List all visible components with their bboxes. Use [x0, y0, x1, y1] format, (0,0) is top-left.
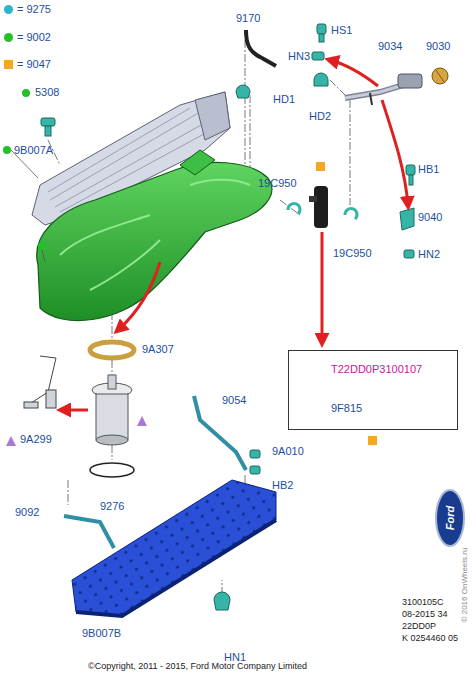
legend-text: = 9002 [17, 31, 51, 43]
watermark: © 2016 OnWheels.ru [460, 548, 469, 623]
part-number: 9B007A [14, 144, 53, 157]
pump-module [92, 375, 132, 445]
kit-number: T22DD0P3100107 [331, 363, 449, 376]
part-number: 9A010 [272, 445, 304, 458]
legend-swatch [4, 33, 13, 42]
lock-ring [90, 342, 134, 358]
part-number: 9A299 [20, 433, 52, 446]
part-number: 9A307 [142, 343, 174, 356]
vent-valve [288, 186, 357, 228]
o-ring [90, 463, 134, 477]
parts-box: T22DD0P3100107 9F815 [288, 350, 458, 430]
drawing-info: K 0254460 05 [402, 633, 458, 643]
part-number: 9F815 [331, 402, 449, 415]
hose-9170 [246, 30, 276, 66]
part-number: HD1 [273, 93, 295, 106]
legend-text: = 9275 [17, 3, 51, 15]
drawing-info: 22DD0P [402, 621, 436, 631]
part-number: 9054 [222, 394, 246, 407]
part-number: HD2 [309, 110, 331, 123]
part-number: 5308 [35, 86, 59, 99]
part-number: HN2 [418, 248, 440, 261]
legend-swatch [4, 60, 13, 69]
part-number: 19C950 [258, 177, 297, 190]
fuel-sender [24, 356, 56, 408]
drawing-info: 3100105C [402, 597, 444, 607]
part-number: 9030 [426, 40, 450, 53]
part-number: 9276 [100, 500, 124, 513]
part-number: HB2 [272, 479, 293, 492]
part-number: HS1 [331, 24, 352, 37]
fuel-tank [37, 150, 272, 321]
part-number: 9092 [15, 506, 39, 519]
ford-logo [436, 490, 464, 546]
part-number: 9040 [418, 211, 442, 224]
part-number: 9034 [378, 40, 402, 53]
part-number: HN3 [288, 50, 310, 63]
bracket-9040 [400, 165, 415, 258]
part-number: 19C950 [333, 247, 372, 260]
part-number: 9170 [236, 12, 260, 25]
bolt-5308 [41, 118, 55, 136]
logo-text: Ford [444, 506, 457, 530]
part-number: HB1 [418, 163, 439, 176]
part-number: 9B007B [82, 627, 121, 640]
legend-swatch [4, 5, 13, 14]
skid-plate [72, 480, 276, 616]
legend-text: = 9047 [17, 58, 51, 70]
copyright-note: ©Copyright, 2011 - 2015, Ford Motor Comp… [88, 661, 307, 671]
drawing-info: 08-2015 34 [402, 609, 448, 619]
nut-HN1 [214, 592, 230, 610]
bolts-9A010 [250, 450, 260, 474]
clips [236, 24, 328, 98]
